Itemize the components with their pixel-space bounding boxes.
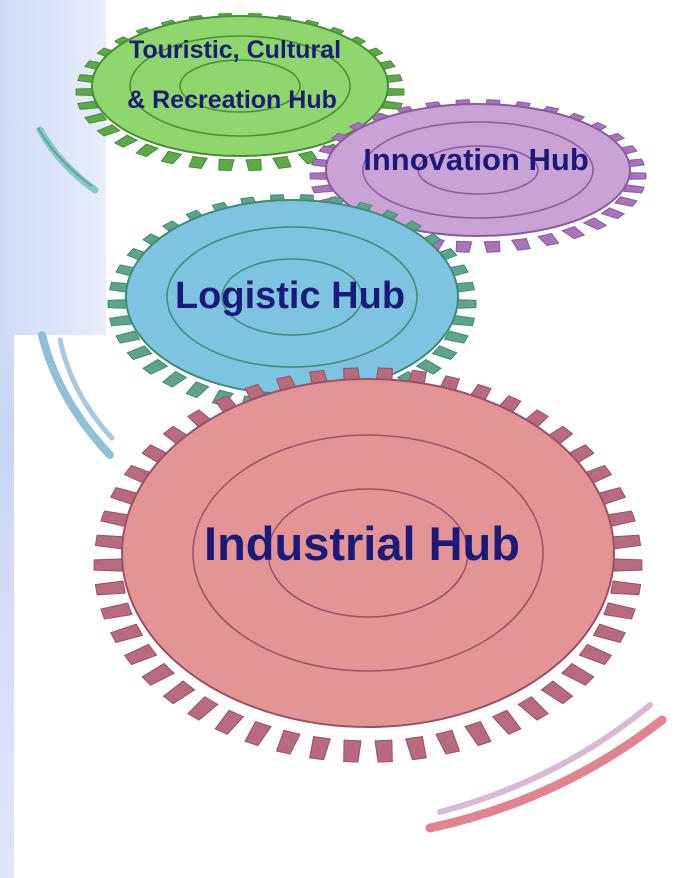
gear-tooth [115, 330, 141, 344]
gear-tooth [613, 558, 643, 572]
gear-tooth [451, 314, 476, 327]
gear-tooth [123, 643, 158, 666]
gear-body [121, 378, 615, 728]
gear-tooth [343, 739, 362, 763]
motion-arc-middle-left-outer [38, 331, 114, 459]
gear-inner-ring [192, 434, 544, 672]
gear-tooth [126, 345, 153, 360]
gear-tooth [610, 580, 642, 596]
gear-inner-ring [129, 35, 351, 137]
gear-tooth [455, 240, 473, 253]
hub-label-innovation: Innovation Hub [363, 142, 589, 177]
gear-tooth [275, 729, 301, 755]
hub-label-touristic-line1: Touristic, Cultural [129, 36, 341, 64]
gear-tooth [187, 696, 219, 721]
gear-tooth [374, 739, 393, 763]
gear-tooth [185, 381, 210, 399]
gear-tooth [214, 709, 245, 735]
gear-tooth [218, 158, 235, 172]
gear-tooth [610, 534, 642, 550]
gear-tooth [415, 358, 442, 375]
gear-body [325, 103, 631, 237]
gear-tooth [464, 720, 492, 747]
gear-tooth [578, 643, 613, 666]
gear-tooth [93, 558, 123, 572]
gear-tooth [311, 184, 333, 194]
hub-label-logistic: Logistic Hub [175, 275, 405, 317]
gear-tooth [94, 534, 126, 550]
gear-tooth [161, 371, 188, 388]
gear-tooth [109, 623, 144, 643]
gear-tooth [309, 736, 331, 761]
gear-tooth [431, 345, 458, 360]
gear-tooth [561, 226, 586, 240]
motion-arc-bottom-right-inner [437, 702, 653, 815]
gear-inner-ring [362, 121, 594, 219]
gear-tooth [100, 602, 133, 620]
motion-arcs [36, 126, 667, 833]
gear-body [91, 15, 389, 157]
gear-tooth [491, 709, 522, 735]
gear-tooth [94, 580, 126, 596]
gear-tooth [244, 720, 272, 747]
gear-tooth [603, 602, 636, 620]
hub-label-industrial: Industrial Hub [204, 517, 520, 570]
motion-arc-bottom-right-outer [425, 715, 667, 833]
gear-tooth [600, 207, 626, 220]
gear-tooth [435, 729, 461, 755]
gear-tooth [540, 680, 574, 705]
gear-tooth [84, 112, 108, 124]
gear-tooth [188, 155, 209, 170]
gear-tooth [160, 150, 183, 165]
gear-tooth [443, 330, 469, 344]
gear-tooth [613, 196, 638, 207]
hub-label-touristic-line2: & Recreation Hub [127, 86, 337, 114]
background-panel-top-left [0, 0, 106, 335]
gear-tooth [162, 680, 196, 705]
gear-tooth [623, 184, 645, 194]
gear-tooth [108, 314, 133, 327]
gear-tooth [592, 623, 627, 643]
gear-tooth [141, 662, 175, 686]
gear-tooth [517, 696, 549, 721]
motion-arc-middle-left-inner [57, 337, 115, 441]
gear-tooth [142, 358, 169, 375]
gear-tooth [483, 240, 501, 253]
gear-tooth [537, 232, 560, 247]
gear-logistic-hub: Logistic Hub [107, 194, 477, 414]
gear-industrial-hub: Industrial Hub [93, 367, 643, 763]
gear-tooth [113, 134, 139, 148]
gear-inner-ring [166, 226, 418, 368]
gear-tooth [405, 736, 427, 761]
gear-tooth [135, 143, 160, 158]
gear-tooth [510, 237, 531, 251]
gear-tooth [96, 124, 121, 137]
gear-tooth [271, 155, 292, 170]
gear-tooth [245, 158, 262, 172]
gear-tooth [561, 662, 595, 686]
gear-tooth [582, 217, 608, 231]
